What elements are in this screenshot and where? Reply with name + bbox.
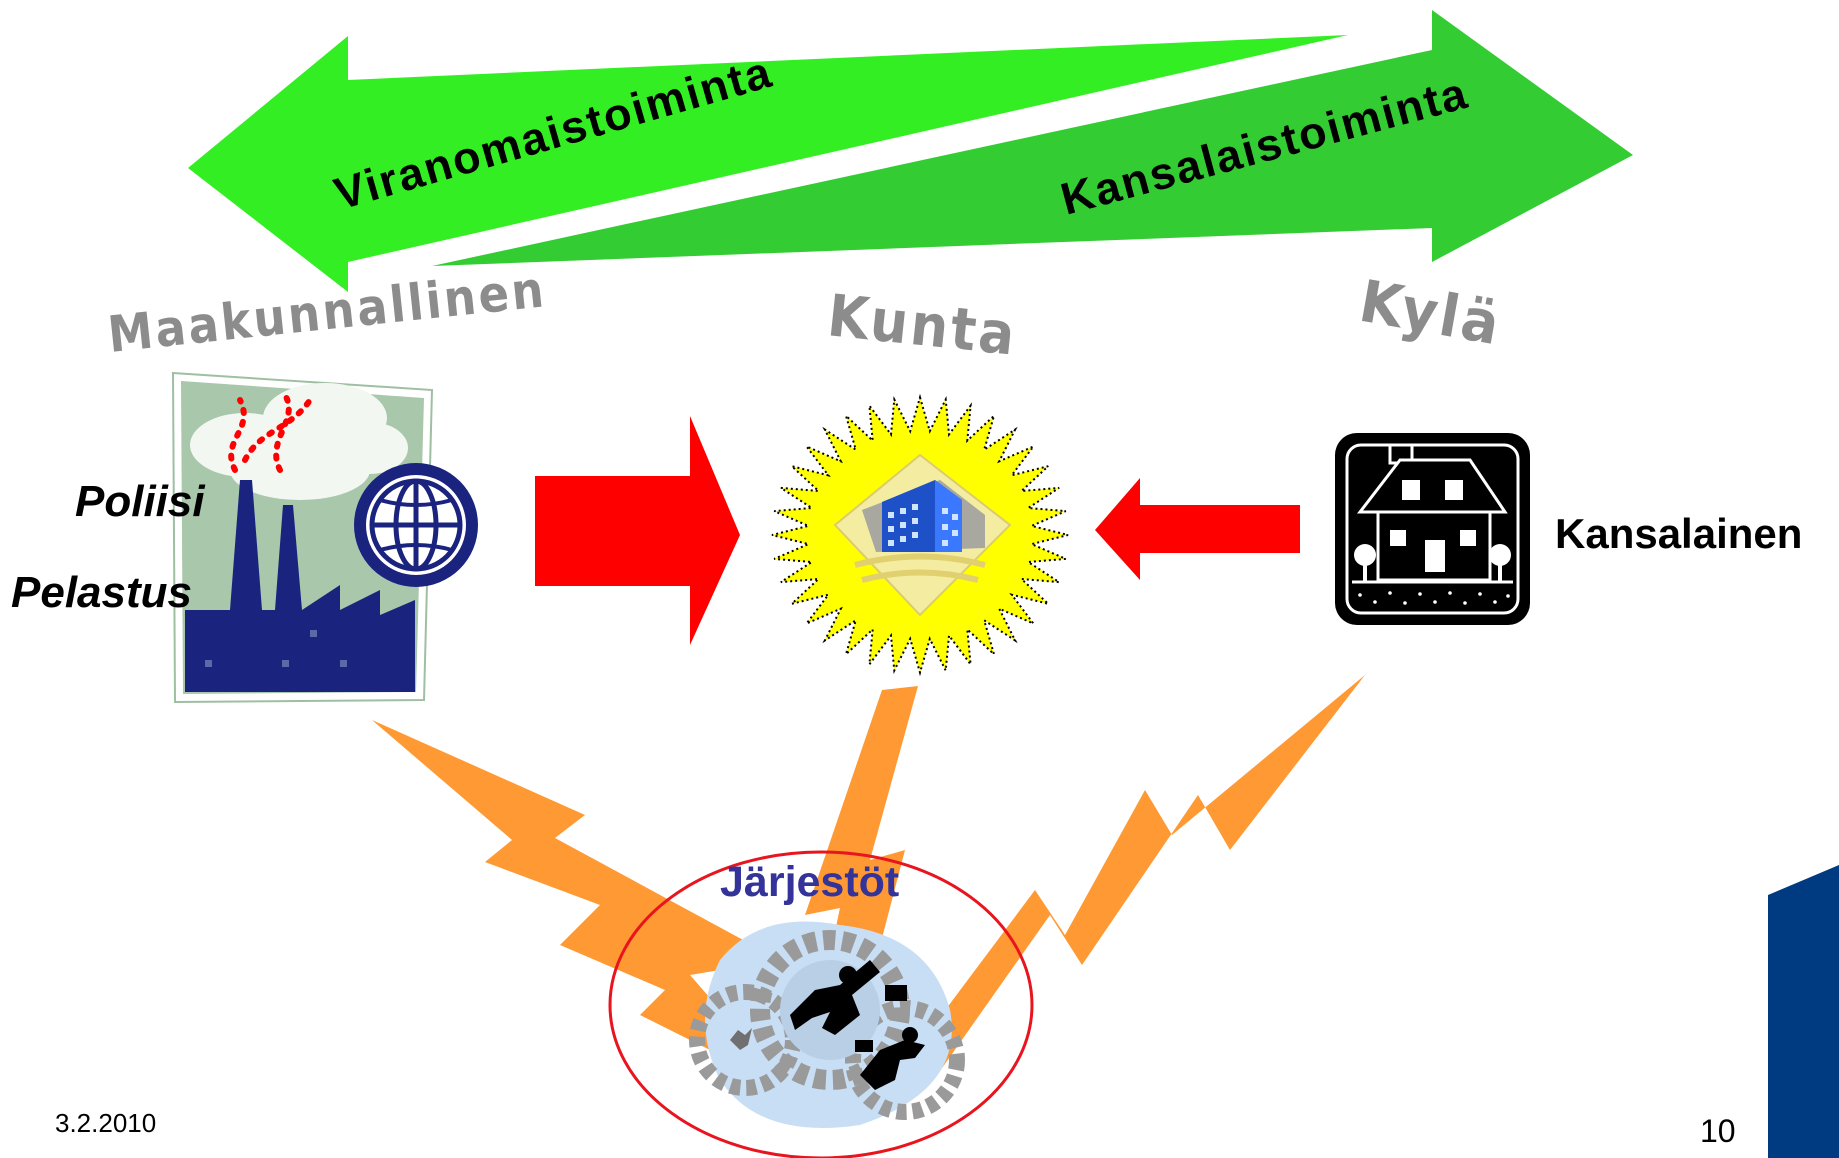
city-sun-icon [771,393,1069,677]
rescue-label: Pelastus [11,568,192,617]
citizen-actor-label: Kansalainen [1555,510,1803,557]
business-gears-icon [689,921,965,1128]
red-arrow-right [535,416,740,645]
village-level-label: Kylä [1355,267,1508,359]
regional-level-label: Maakunnallinen [105,260,549,364]
house-icon [1335,433,1530,625]
lightning-bolt-left [372,720,790,1090]
page-number: 10 [1700,1113,1736,1149]
municipality-level-label: Kunta [825,281,1021,368]
factory-globe-icon [171,371,478,704]
corner-decoration [1768,865,1839,1158]
organizations-label: Järjestöt [720,858,900,906]
lightning-bolt-right [878,675,1365,1100]
red-arrow-left [1095,478,1300,580]
citizen-arrow [432,10,1633,266]
police-label: Poliisi [75,477,205,526]
slide-date: 3.2.2010 [55,1108,157,1138]
organizations-circle [608,850,1034,1158]
authority-arrow [188,35,1348,292]
